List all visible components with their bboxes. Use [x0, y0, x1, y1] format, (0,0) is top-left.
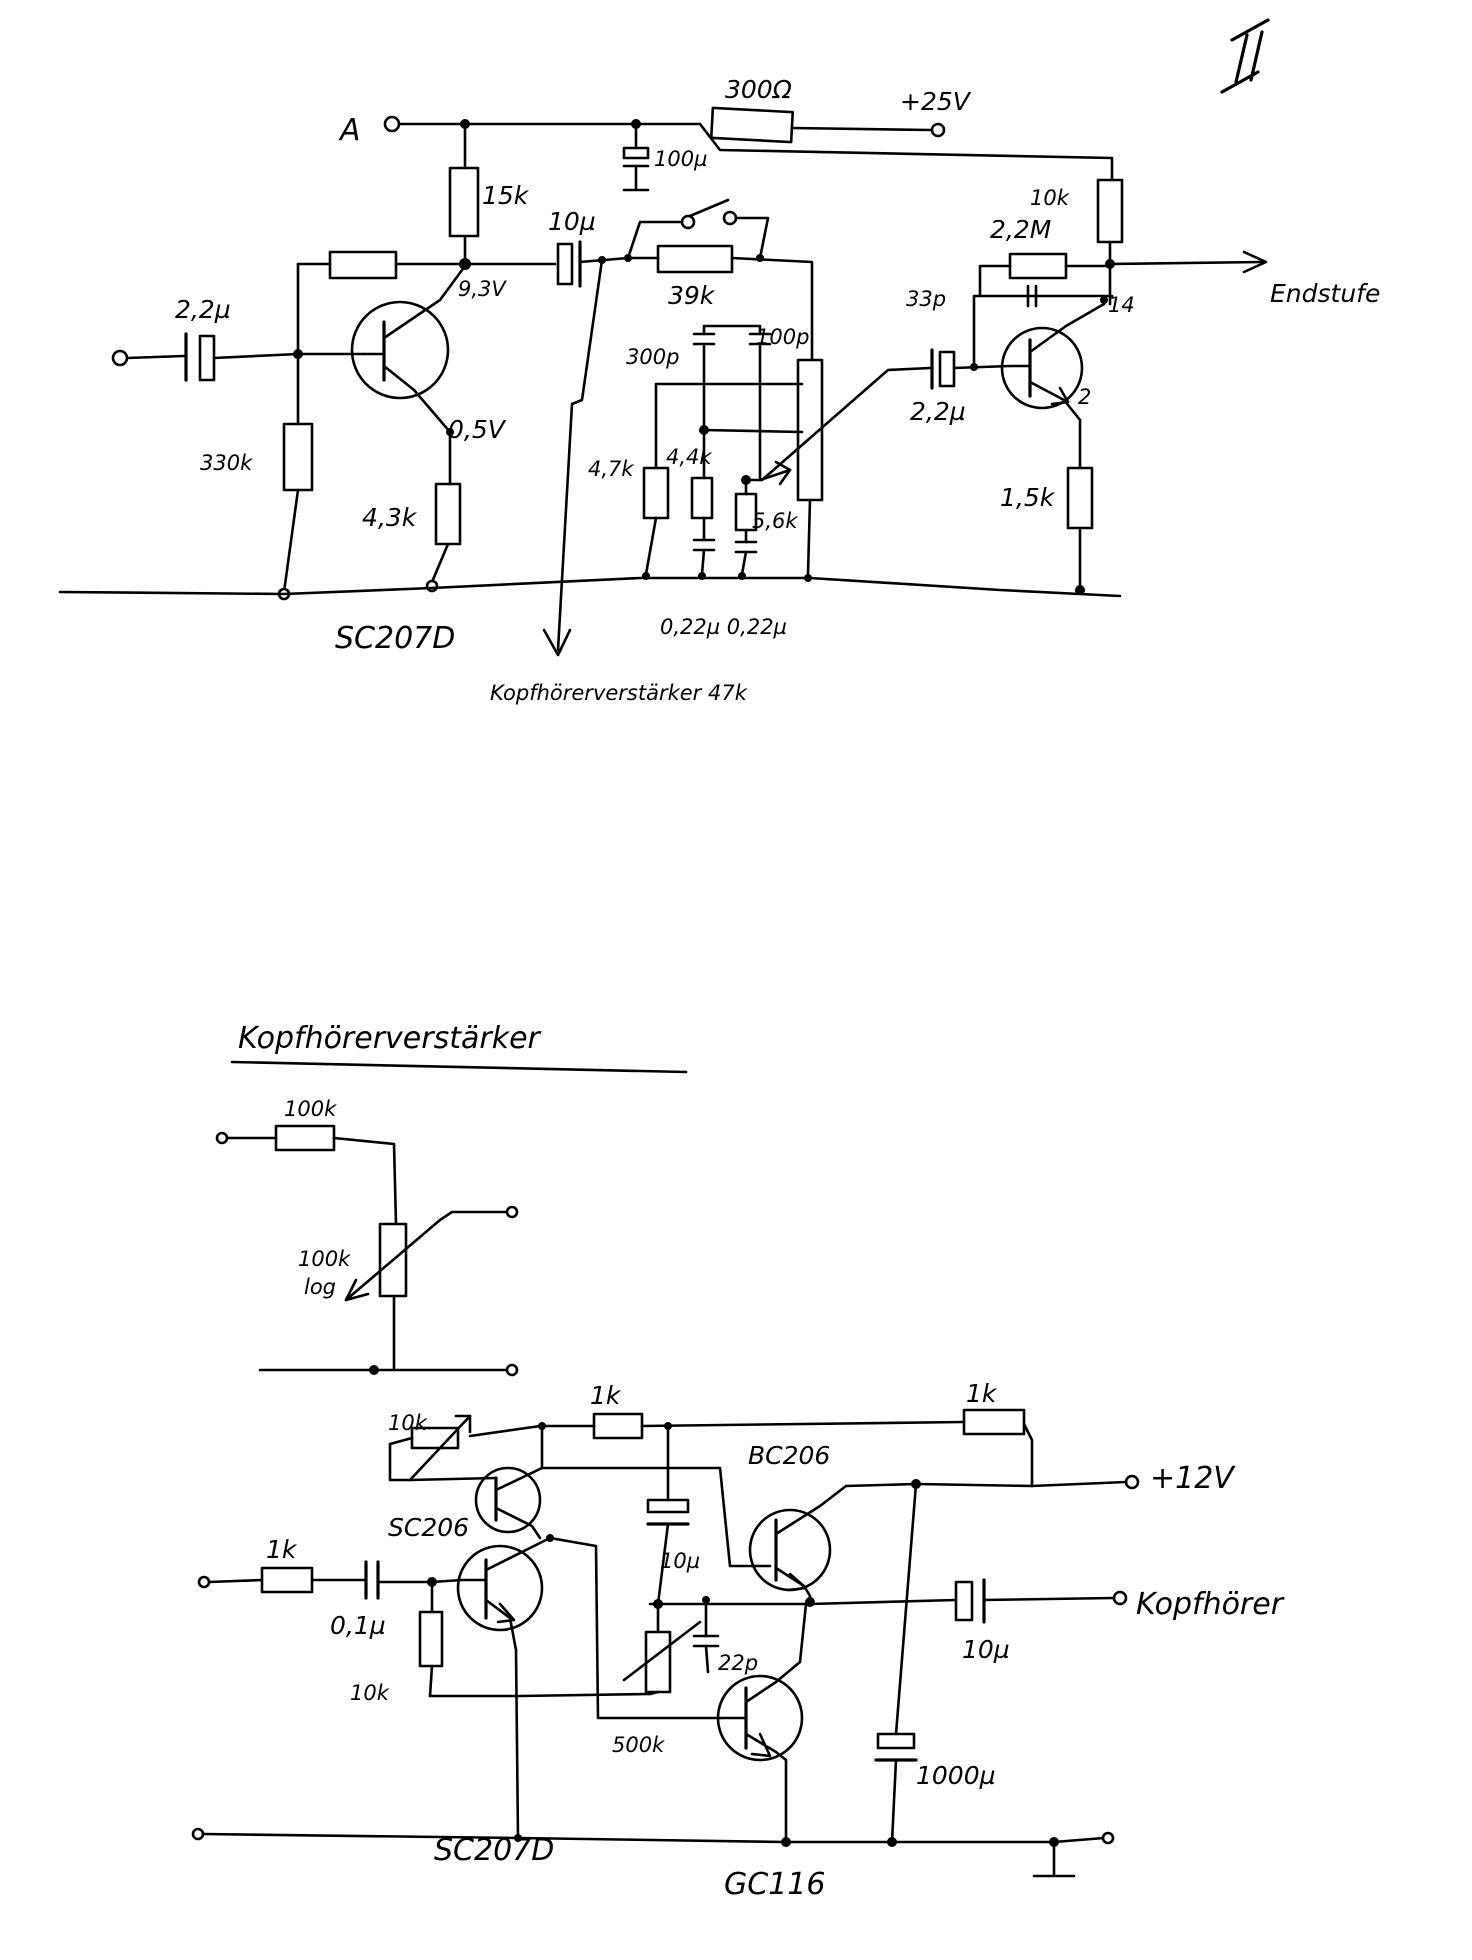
capacitor-100u-label: 100µ	[654, 147, 707, 171]
transistor-bc206-label: BC206	[748, 1441, 830, 1470]
headphone-tap-label: Kopfhörerverstärker 47k	[490, 681, 748, 705]
resistor-1k-b-label: 1k	[966, 1379, 998, 1408]
resistor-10k-bias	[418, 1610, 444, 1668]
resistor-1k-a	[592, 1412, 644, 1440]
transistor-output	[1000, 326, 1084, 410]
headphone-amp-schematic: Kopfhörerverstärker 100k 100k log 1k 1k …	[191, 1021, 1285, 1902]
resistor-1-5k-label: 1,5k	[1000, 483, 1056, 512]
resistor-1-1m	[328, 250, 398, 280]
resistor-39k-label: 39k	[668, 281, 716, 310]
resistor-15k	[448, 166, 480, 238]
resistor-4-7k-label: 4,7k	[588, 457, 634, 481]
transistor-sc207d-top	[350, 300, 450, 400]
resistor-4-4k-label: 4,4k	[666, 445, 712, 469]
capacitor-300p-label: 300p	[626, 345, 679, 369]
collector-voltage-label: 9,3V	[458, 277, 507, 301]
capacitor-22p-label: 22p	[718, 1651, 758, 1675]
potentiometer-log-label: log	[304, 1275, 336, 1299]
resistor-4-3k-label: 4,3k	[362, 503, 418, 532]
potentiometer-label: 100k	[298, 1247, 351, 1271]
trimmer-500k-label: 500k	[612, 1733, 665, 1757]
preamp-schematic: A 300Ω +25V 100µ 15k 9,3V	[58, 75, 1380, 705]
resistor-1-5k	[1066, 466, 1094, 530]
capacitor-10u	[556, 242, 574, 286]
capacitor-input-label: 2,2µ	[175, 295, 231, 324]
resistor-100k	[274, 1124, 336, 1152]
capacitor-2-2u-out	[938, 350, 956, 388]
capacitor-10u-output-label: 10µ	[962, 1635, 1010, 1664]
resistor-15k-label: 15k	[482, 181, 530, 210]
resistor-2-2m-label: 2,2M	[990, 215, 1051, 244]
resistor-330k	[282, 422, 314, 492]
capacitor-10u-label: 10µ	[548, 207, 596, 236]
resistor-100k-label: 100k	[284, 1097, 337, 1121]
resistor-1k-b	[962, 1408, 1026, 1436]
resistor-2-2m	[1008, 252, 1068, 280]
trimmer-10k-label: 10k	[388, 1411, 428, 1435]
capacitor-10u-vertical-label: 10µ	[660, 1549, 700, 1573]
output-arrow	[1108, 260, 1264, 266]
collector-14-label: 14	[1108, 293, 1135, 317]
node-a-terminal	[383, 115, 401, 133]
resistor-1k-a-label: 1k	[590, 1381, 622, 1410]
capacitor-100u	[622, 146, 650, 160]
resistor-330k-label: 330k	[200, 451, 253, 475]
resistor-10k-label: 10k	[1030, 186, 1070, 210]
transistor-gc116-label: GC116	[724, 1867, 825, 1902]
endstufe-label: Endstufe	[1270, 279, 1380, 308]
kopfhoerer-label: Kopfhörer	[1136, 1587, 1285, 1622]
resistor-4-4k	[690, 476, 714, 520]
capacitor-0-1u-label: 0,1µ	[330, 1611, 386, 1640]
supply-25v-label: +25V	[900, 87, 972, 116]
capacitors-0-22-label: 0,22µ 0,22µ	[660, 615, 787, 639]
resistor-1k-input-label: 1k	[266, 1535, 298, 1564]
resistor-300-label: 300Ω	[725, 75, 792, 104]
resistor-10k-bias-label: 10k	[350, 1681, 390, 1705]
capacitor-2-2u-label: 2,2µ	[910, 397, 966, 426]
title-underline	[230, 1060, 688, 1074]
capacitor-10u-vertical	[646, 1498, 690, 1514]
resistor-5-6k-label: 5,6k	[752, 509, 798, 533]
resistor-4-3k	[434, 482, 462, 546]
node-a-label: A	[338, 113, 361, 148]
transistor-sc206	[474, 1466, 542, 1534]
ground-rail-top	[58, 576, 1122, 598]
transistor-sc207d-bottom	[456, 1544, 544, 1632]
ground-rail-bottom	[201, 1832, 1106, 1844]
resistor-4-7k	[642, 466, 670, 520]
transistor-sc206-label: SC206	[388, 1513, 469, 1542]
resistor-1k-input	[260, 1566, 314, 1594]
supply-12v-label: +12V	[1150, 1461, 1236, 1496]
capacitor-1000u-label: 1000µ	[916, 1761, 996, 1790]
capacitor-33p-label: 33p	[906, 287, 946, 311]
emitter-voltage-label: 0,5V	[448, 415, 507, 444]
transistor-sc207d-label: SC207D	[335, 621, 455, 656]
headphone-amp-title: Kopfhörerverstärker	[238, 1021, 542, 1056]
page-marker: II	[1220, 18, 1270, 94]
resistor-39k	[656, 244, 734, 274]
capacitor-1000u	[876, 1732, 916, 1750]
capacitor-100p-label: 100p	[756, 325, 809, 349]
resistor-300	[709, 106, 795, 144]
capacitor-10u-output	[954, 1580, 974, 1622]
transistor-gc116	[716, 1674, 804, 1762]
emitter-2-label: 2	[1078, 385, 1091, 409]
resistor-10k	[1096, 178, 1124, 244]
